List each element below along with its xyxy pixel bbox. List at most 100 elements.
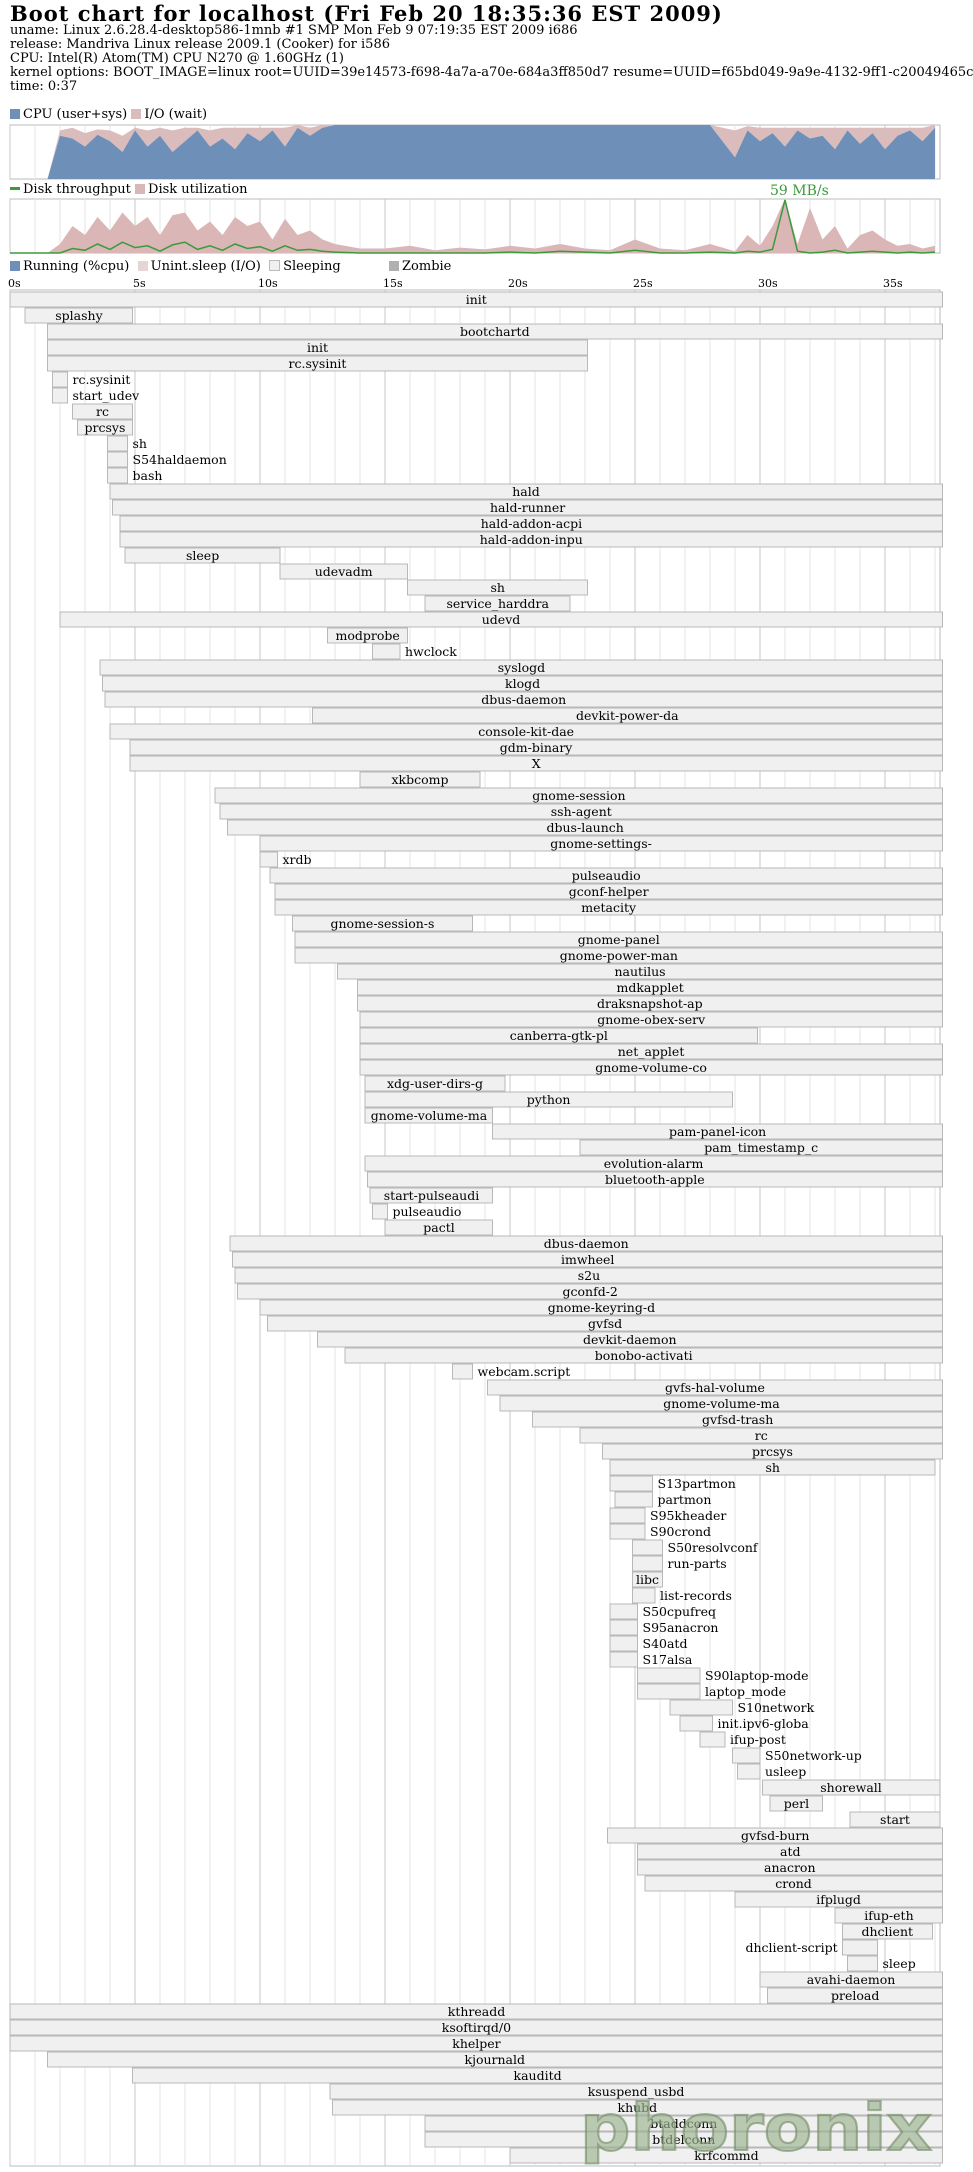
process-bar	[292, 915, 473, 932]
process-bar	[579, 1427, 943, 1444]
process-bar	[329, 2083, 943, 2100]
process-bar	[499, 1395, 943, 1412]
process-bar	[119, 531, 943, 548]
io-legend-label: I/O (wait)	[144, 107, 208, 122]
process-bar	[109, 723, 943, 740]
chart-title: Boot chart for localhost (Fri Feb 20 18:…	[10, 1, 723, 26]
running-swatch	[10, 261, 20, 271]
process-bar	[609, 1459, 936, 1476]
process-bar	[609, 1603, 638, 1620]
process-bar	[59, 611, 943, 628]
disk-legend: Disk throughput Disk utilization	[10, 182, 248, 197]
process-bar	[279, 563, 408, 580]
time-tick-label: 10s	[258, 277, 278, 290]
process-bar	[9, 2003, 943, 2020]
process-bar	[104, 691, 943, 708]
process-bar	[602, 1443, 943, 1460]
process-bar	[679, 1715, 713, 1732]
process-bar	[609, 1475, 653, 1492]
disk-util-area	[10, 199, 935, 253]
process-bar	[52, 387, 68, 404]
disk-util-swatch	[135, 184, 146, 194]
process-bar	[232, 1251, 943, 1268]
process-bar	[609, 1507, 646, 1524]
time-tick-label: 15s	[383, 277, 403, 290]
time-tick-label: 0s	[8, 277, 21, 290]
bootchart-canvas	[9, 124, 943, 2167]
disk-peak-label: 59 MB/s	[770, 183, 829, 199]
process-bar	[294, 931, 943, 948]
process-bar	[364, 1107, 493, 1124]
process-bar	[424, 595, 571, 612]
process-bar	[637, 1683, 701, 1700]
process-bar	[102, 675, 943, 692]
time-tick-label: 25s	[633, 277, 653, 290]
time-tick-label: 30s	[758, 277, 778, 290]
process-bar	[219, 803, 943, 820]
process-bar	[227, 819, 943, 836]
process-bar	[769, 1795, 823, 1812]
process-bar	[129, 739, 943, 756]
process-bar	[359, 1011, 943, 1028]
process-bar	[357, 979, 943, 996]
kernel-options-line: kernel options: BOOT_IMAGE=linux root=UU…	[10, 65, 973, 80]
zombie-legend-label: Zombie	[402, 259, 452, 274]
release-line: release: Mandriva Linux release 2009.1 (…	[10, 37, 390, 52]
process-bar	[762, 1779, 941, 1796]
process-bar	[372, 1203, 388, 1220]
process-bar	[609, 1651, 638, 1668]
process-bar	[452, 1363, 473, 1380]
cpu-line: CPU: Intel(R) Atom(TM) CPU N270 @ 1.60GH…	[10, 51, 344, 66]
process-bar	[47, 355, 588, 372]
process-bar	[269, 867, 943, 884]
process-bar	[424, 2115, 943, 2132]
cpu-usage-area	[10, 125, 935, 179]
process-bar	[99, 659, 943, 676]
process-bar	[344, 1347, 943, 1364]
process-bar	[259, 835, 943, 852]
process-bar	[609, 1635, 638, 1652]
process-bar	[487, 1379, 943, 1396]
uname-line: uname: Linux 2.6.28.4-desktop586-1mnb #1…	[10, 23, 578, 38]
process-bar	[364, 1155, 943, 1172]
process-bar	[24, 307, 133, 324]
process-bar	[9, 2019, 943, 2036]
process-bar	[332, 2099, 943, 2116]
disk-throughput-legend-label: Disk throughput	[23, 182, 131, 197]
process-bar	[532, 1411, 943, 1428]
process-bar	[107, 451, 128, 468]
time-tick-label: 20s	[508, 277, 528, 290]
process-bar	[607, 1827, 943, 1844]
process-bar	[849, 1811, 941, 1828]
process-bar	[637, 1859, 943, 1876]
process-bar	[492, 1123, 943, 1140]
process-bar	[632, 1571, 663, 1588]
process-bar	[367, 1171, 943, 1188]
process-bar	[229, 1235, 943, 1252]
process-bar	[294, 947, 943, 964]
io-swatch	[131, 109, 142, 119]
process-bar	[107, 467, 128, 484]
process-bar	[129, 755, 943, 772]
svg-text:phoronix: phoronix	[580, 2092, 932, 2166]
unint-legend-label: Unint.sleep (I/O)	[150, 259, 261, 274]
process-bar	[234, 1267, 943, 1284]
process-bar	[47, 323, 943, 340]
process-bar	[842, 1923, 933, 1940]
process-bar	[734, 1891, 943, 1908]
process-bar	[842, 1939, 878, 1956]
io-wait-area	[10, 125, 935, 179]
process-bar	[732, 1747, 761, 1764]
process-bar	[579, 1139, 943, 1156]
process-bar	[119, 515, 943, 532]
unint-swatch	[137, 261, 148, 271]
process-bar	[407, 579, 588, 596]
process-bar	[637, 1843, 943, 1860]
phoronix-watermark: phoronix	[579, 2091, 933, 2167]
process-bar	[384, 1219, 493, 1236]
process-bar	[267, 1315, 943, 1332]
process-bar	[759, 1971, 943, 1988]
process-bar	[609, 1523, 646, 1540]
process-bar	[359, 1027, 758, 1044]
process-bar	[669, 1699, 733, 1716]
